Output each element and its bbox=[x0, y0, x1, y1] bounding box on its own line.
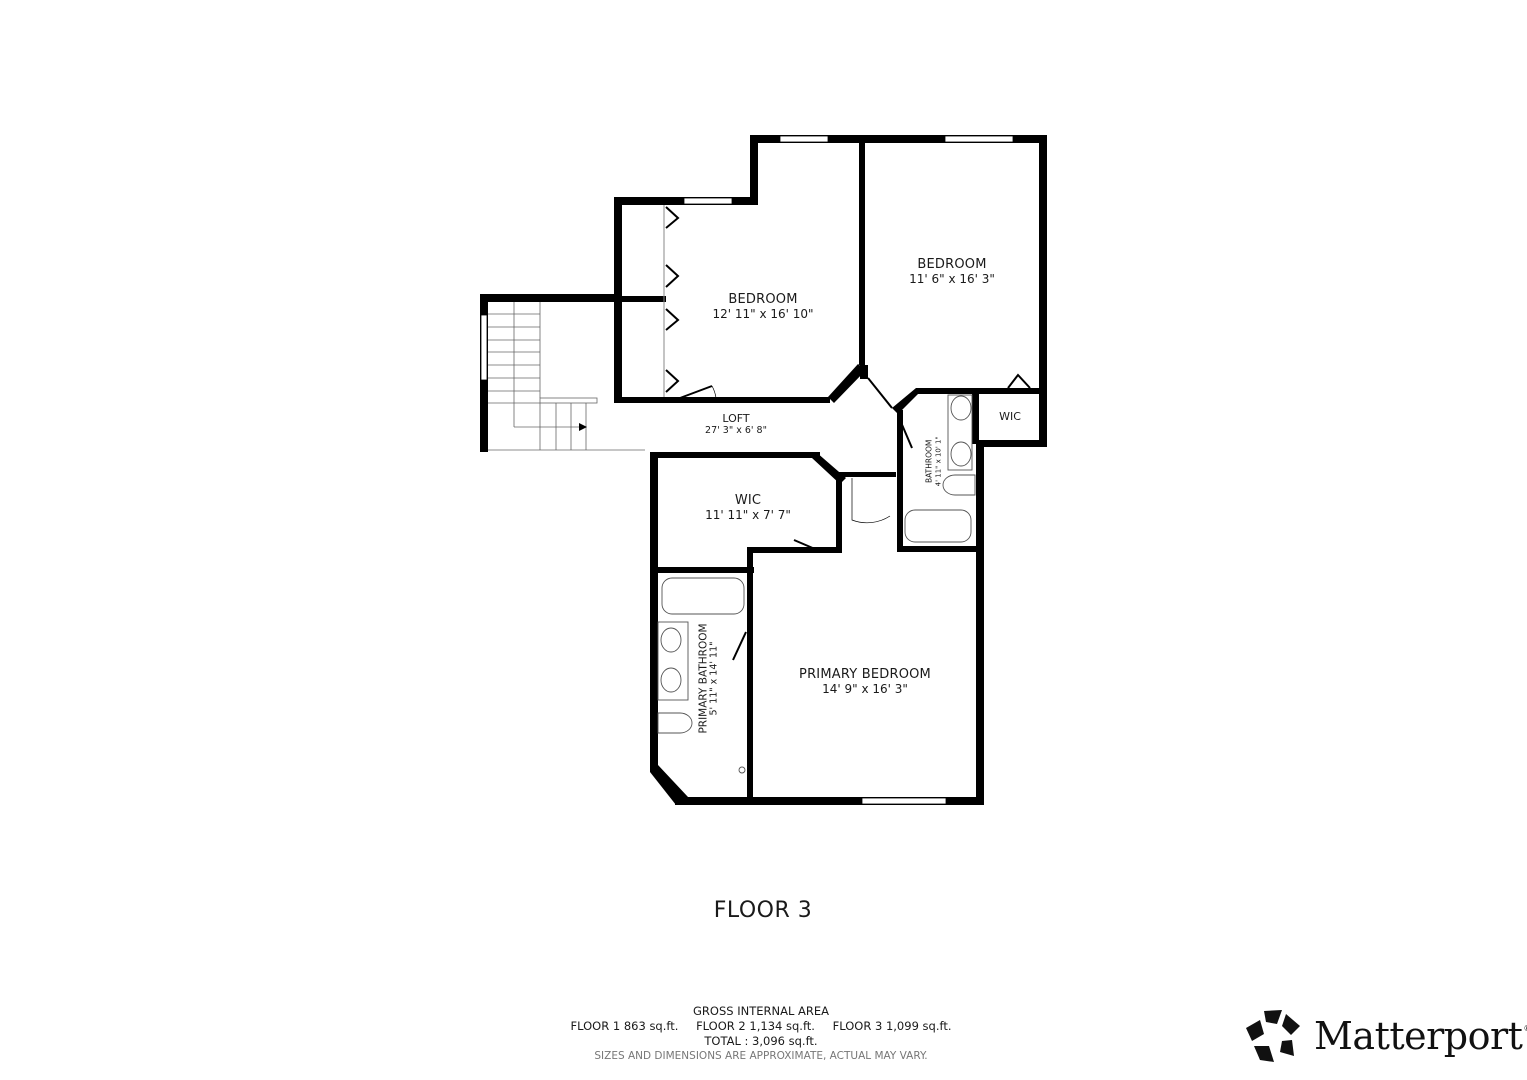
room-dimensions: 4' 11" x 10' 1" bbox=[934, 436, 943, 487]
stairs bbox=[488, 302, 645, 451]
room-dimensions: 12' 11" x 16' 10" bbox=[712, 306, 814, 321]
floor-3-label: FLOOR 3 bbox=[832, 1019, 883, 1033]
closet-doors bbox=[663, 205, 1031, 397]
room-name: WIC bbox=[734, 493, 762, 508]
interior-walls bbox=[618, 140, 1040, 802]
area-heading: GROSS INTERNAL AREA bbox=[692, 1004, 830, 1018]
floor-3-value: 1,099 sq.ft. bbox=[885, 1019, 952, 1033]
room-label-bathroom: BATHROOM 4' 11" x 10' 1" bbox=[924, 436, 943, 487]
room-label-wic-2: WIC bbox=[999, 410, 1021, 424]
disclaimer: SIZES AND DIMENSIONS ARE APPROXIMATE, AC… bbox=[594, 1050, 928, 1062]
area-floors-row: FLOOR 1 863 sq.ft. FLOOR 2 1,134 sq.ft. … bbox=[570, 1019, 951, 1034]
room-dimensions: 27' 3" x 6' 8" bbox=[705, 424, 767, 436]
room-name: BEDROOM bbox=[917, 257, 987, 272]
floor-2-value: 1,134 sq.ft. bbox=[749, 1019, 815, 1033]
room-name: BEDROOM bbox=[728, 292, 798, 307]
room-label-wic-1: WIC 11' 11" x 7' 7" bbox=[705, 493, 791, 523]
registered-mark: ® bbox=[1523, 1024, 1527, 1033]
floor-1-label: FLOOR 1 bbox=[570, 1019, 621, 1033]
room-dimensions: 5' 11" x 14' 11" bbox=[708, 641, 720, 716]
fixtures bbox=[657, 394, 976, 774]
windows bbox=[480, 135, 1014, 805]
floor-2-label: FLOOR 2 bbox=[696, 1019, 746, 1033]
room-label-primary-bedroom: PRIMARY BEDROOM 14' 9" x 16' 3" bbox=[799, 667, 931, 697]
room-name: PRIMARY BEDROOM bbox=[799, 667, 931, 682]
matterport-logo: Matterport® bbox=[1244, 1008, 1527, 1064]
room-name: WIC bbox=[999, 410, 1021, 423]
area-summary: GROSS INTERNAL AREA FLOOR 1 863 sq.ft. F… bbox=[570, 1004, 951, 1064]
room-dimensions: 11' 11" x 7' 7" bbox=[705, 507, 791, 522]
total-value: 3,096 sq.ft. bbox=[752, 1034, 818, 1048]
room-label-loft: LOFT 27' 3" x 6' 8" bbox=[705, 412, 767, 437]
room-dimensions: 14' 9" x 16' 3" bbox=[822, 681, 908, 696]
matterport-pentagon-logo-icon bbox=[1246, 1010, 1300, 1062]
total-label: TOTAL : bbox=[704, 1034, 749, 1048]
area-total-row: TOTAL : 3,096 sq.ft. bbox=[570, 1034, 951, 1049]
floor-title: FLOOR 3 bbox=[713, 898, 813, 923]
room-dimensions: 11' 6" x 16' 3" bbox=[909, 271, 995, 286]
room-name: BATHROOM bbox=[924, 439, 934, 484]
doors bbox=[679, 377, 913, 661]
room-label-bedroom-1: BEDROOM 12' 11" x 16' 10" bbox=[712, 292, 814, 322]
room-name: LOFT bbox=[722, 412, 750, 425]
room-label-bedroom-2: BEDROOM 11' 6" x 16' 3" bbox=[909, 257, 995, 287]
brand-name: Matterport bbox=[1314, 1014, 1523, 1058]
room-label-primary-bathroom: PRIMARY BATHROOM 5' 11" x 14' 11" bbox=[698, 623, 721, 733]
floor-1-value: 863 sq.ft. bbox=[623, 1019, 679, 1033]
stair-direction-arrow-icon bbox=[579, 423, 587, 431]
